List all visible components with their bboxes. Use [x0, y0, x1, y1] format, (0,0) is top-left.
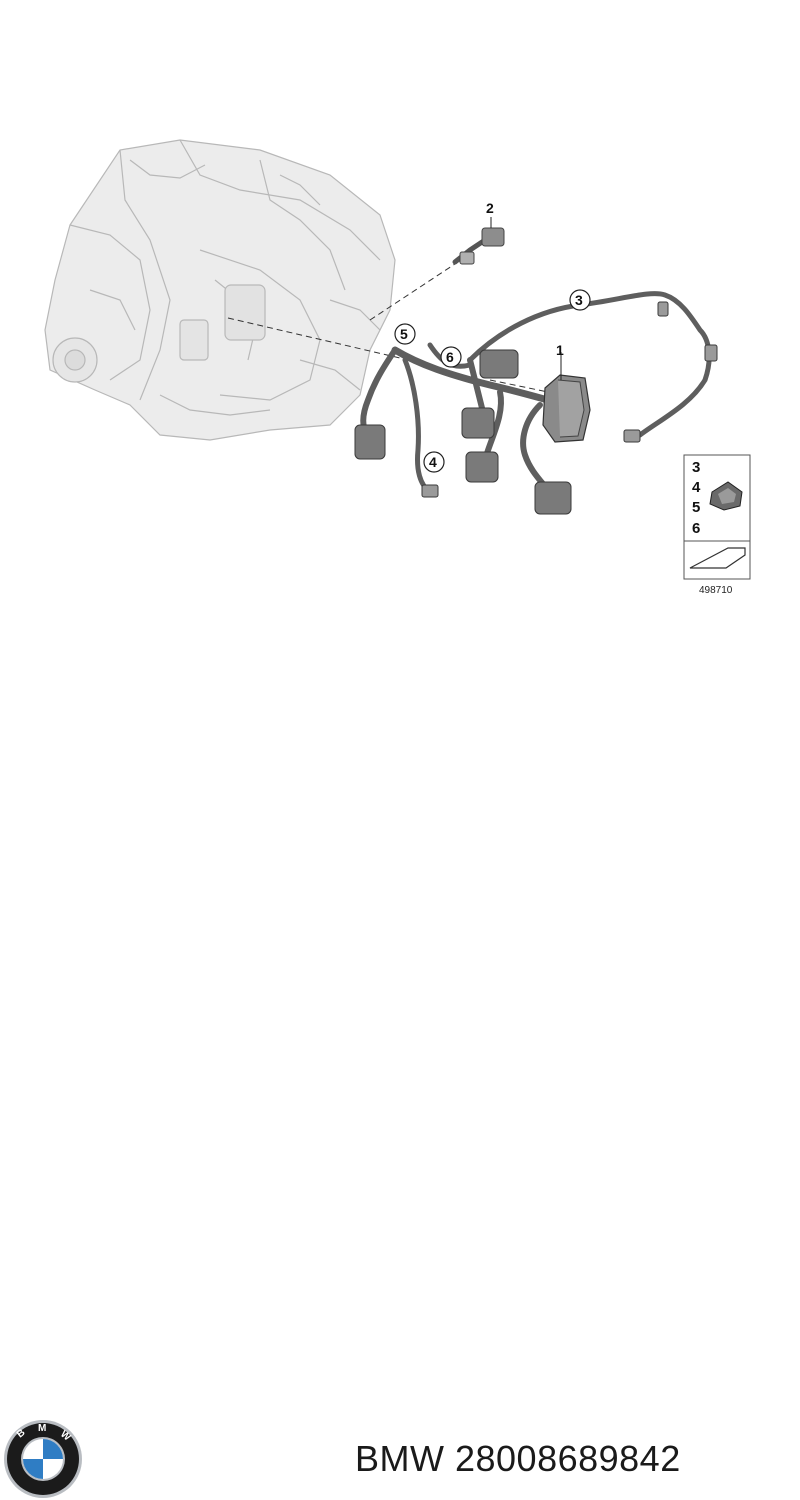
svg-text:1: 1: [556, 342, 564, 358]
callout-5: 5: [394, 323, 416, 345]
legend-item: 6: [692, 520, 700, 537]
parts-diagram: 1 2 3 4 5 6 3 4 5 6 498710: [44, 139, 751, 596]
legend-item: 4: [692, 479, 701, 496]
diagram-number: 498710: [699, 585, 733, 596]
wiring-harness: [360, 291, 712, 495]
svg-text:3: 3: [575, 292, 583, 308]
control-unit-part: [542, 352, 591, 443]
legend-item: 3: [692, 459, 700, 476]
bmw-logo: B M W: [4, 1420, 82, 1498]
leader-lines: [227, 261, 549, 393]
callout-1: 1: [556, 342, 564, 358]
legend-box: 3 4 5 6: [683, 454, 751, 580]
callout-3: 3: [569, 289, 591, 311]
callout-6: 6: [440, 346, 462, 368]
svg-text:M: M: [38, 1423, 46, 1434]
callout-4: 4: [423, 451, 445, 473]
arrow-icon: [689, 547, 746, 569]
svg-text:4: 4: [429, 454, 437, 470]
svg-text:6: 6: [446, 349, 454, 365]
footer: B M W BMW 28008689842: [0, 700, 800, 1498]
legend-item: 5: [692, 499, 700, 516]
svg-text:2: 2: [486, 200, 494, 216]
transmission-housing: [44, 139, 396, 441]
part-number-label: BMW 28008689842: [355, 1438, 681, 1479]
speed-sensor-part: [452, 227, 505, 265]
callout-2: 2: [486, 200, 494, 228]
svg-text:5: 5: [400, 326, 408, 342]
clip-illustration: [709, 481, 743, 511]
harness-connectors: [354, 301, 718, 515]
